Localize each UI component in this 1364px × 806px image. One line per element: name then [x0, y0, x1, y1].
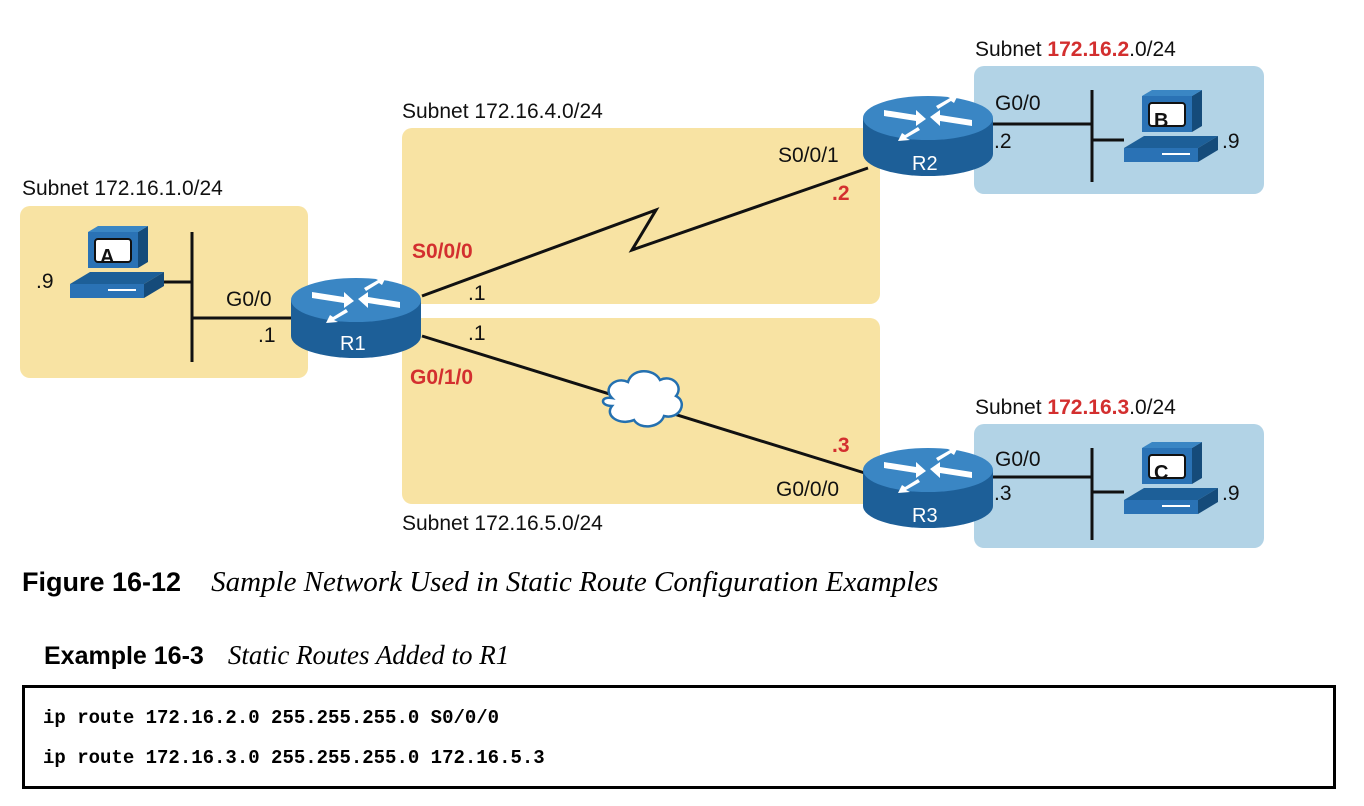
figure-number: Figure 16-12: [22, 567, 182, 597]
r1-g010-interface: G0/1/0: [410, 366, 473, 389]
example-number: Example 16-3: [44, 642, 204, 670]
router-r1-label: R1: [340, 333, 366, 355]
r3-g000-interface: G0/0/0: [776, 478, 839, 501]
lan2-area: [974, 66, 1264, 194]
lan3-area: [974, 424, 1264, 548]
subnet-lan2-label: Subnet 172.16.2.0/24: [975, 38, 1176, 61]
r1-g00-interface: G0/0: [226, 288, 272, 311]
host-c-label: C: [1154, 462, 1168, 484]
r3-g00-interface: G0/0: [995, 448, 1041, 471]
r3-g000-ip: .3: [832, 434, 850, 457]
subnet-lan1-label: Subnet 172.16.1.0/24: [22, 177, 223, 200]
router-r2-label: R2: [912, 153, 938, 175]
subnet-wan-r1-r2-label: Subnet 172.16.4.0/24: [402, 100, 603, 123]
code-line: ip route 172.16.2.0 255.255.255.0 S0/0/0: [43, 707, 500, 729]
host-c-ip: .9: [1222, 482, 1240, 505]
subnet-wan-r1-r3-label: Subnet 172.16.5.0/24: [402, 512, 603, 535]
example-code-block: ip route 172.16.2.0 255.255.255.0 S0/0/0…: [22, 685, 1336, 789]
r2-g00-interface: G0/0: [995, 92, 1041, 115]
figure-title: Sample Network Used in Static Route Conf…: [211, 566, 939, 598]
network-diagram: Subnet 172.16.1.0/24 Subnet 172.16.4.0/2…: [20, 38, 1264, 548]
r1-g00-ip: .1: [258, 324, 276, 347]
r2-s001-ip: .2: [832, 182, 850, 205]
code-line: ip route 172.16.3.0 255.255.255.0 172.16…: [43, 747, 545, 769]
host-b-ip: .9: [1222, 130, 1240, 153]
example-title: Static Routes Added to R1: [227, 640, 510, 670]
ethernet-wan-cloud-icon: [601, 370, 683, 428]
r1-g010-ip: .1: [468, 322, 486, 345]
r1-s000-ip: .1: [468, 282, 486, 305]
serial-link-r1-r2: [421, 166, 869, 298]
r2-s001-interface: S0/0/1: [778, 144, 839, 167]
r1-s000-interface: S0/0/0: [412, 240, 473, 263]
figure-caption: Figure 16-12 Sample Network Used in Stati…: [22, 566, 938, 599]
host-a-label: A: [100, 246, 114, 268]
r3-g00-ip: .3: [994, 482, 1012, 505]
r2-g00-ip: .2: [994, 130, 1012, 153]
host-a-ip: .9: [36, 270, 54, 293]
router-r3-label: R3: [912, 505, 938, 527]
host-b-label: B: [1154, 110, 1168, 132]
example-caption: Example 16-3 Static Routes Added to R1: [44, 640, 509, 671]
subnet-lan3-label: Subnet 172.16.3.0/24: [975, 396, 1176, 419]
